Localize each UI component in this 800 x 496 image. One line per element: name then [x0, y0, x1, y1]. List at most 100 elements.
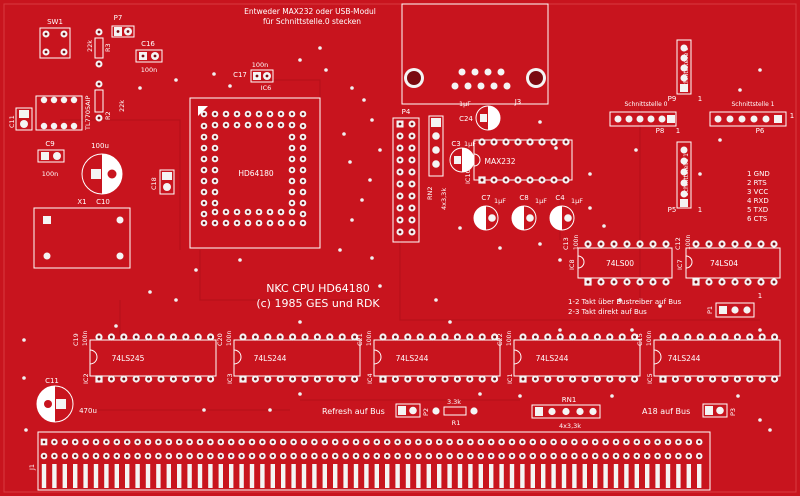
- c11-bottom-electrolytic: C11 470u: [36, 377, 97, 423]
- a18-label: A18 auf Bus: [642, 407, 690, 416]
- drill-hole: [109, 377, 113, 381]
- drill-hole: [661, 377, 665, 381]
- j1-finger: [426, 464, 431, 488]
- drill-hole: [773, 335, 777, 339]
- drill-hole: [159, 335, 163, 339]
- drill-hole: [558, 335, 562, 339]
- drill-hole: [313, 454, 316, 458]
- j1-finger: [478, 464, 483, 488]
- via: [630, 328, 634, 332]
- j1-finger: [405, 464, 411, 488]
- drill-hole: [202, 221, 206, 225]
- legend-pin-4: 4 RXD: [747, 197, 769, 205]
- drill-hole: [134, 335, 138, 339]
- drill-hole: [202, 135, 206, 139]
- c22-value: 100n: [506, 331, 513, 346]
- via: [698, 172, 702, 176]
- j1-finger: [395, 464, 400, 488]
- p9-pin1: 1: [698, 95, 702, 103]
- drill-hole: [760, 335, 764, 339]
- drill-hole: [694, 280, 698, 284]
- j1-finger: [208, 464, 213, 488]
- drill-hole: [279, 123, 283, 127]
- drill-hole: [235, 221, 239, 225]
- drill-hole: [418, 335, 422, 339]
- r1-resistor: 3.3k R1: [432, 398, 478, 427]
- c12-capacitor: C12 100n: [674, 235, 692, 250]
- drill-hole: [219, 454, 223, 458]
- drill-hole: [278, 377, 282, 381]
- ic1-chip: 74LS244: [536, 354, 569, 363]
- drill-hole: [417, 440, 420, 444]
- drill-hole: [586, 280, 590, 284]
- drill-hole: [202, 157, 206, 161]
- drill-hole: [257, 210, 261, 214]
- c16-label: C16: [141, 40, 155, 48]
- j1-finger: [468, 464, 473, 488]
- j1-finger: [156, 464, 161, 488]
- j1-finger: [322, 464, 327, 488]
- via: [342, 132, 346, 136]
- drill-hole: [146, 454, 150, 458]
- drill-hole: [443, 377, 447, 381]
- drill-hole: [279, 112, 283, 116]
- j1-finger: [499, 464, 504, 488]
- drill-hole: [410, 182, 414, 186]
- j1-finger: [645, 464, 650, 488]
- drill-hole: [410, 158, 414, 162]
- drill-hole: [290, 190, 294, 194]
- drill-hole: [733, 242, 737, 246]
- drill-hole: [533, 335, 537, 339]
- drill-hole: [344, 440, 347, 444]
- drill-hole: [562, 454, 566, 458]
- drill-hole: [645, 440, 649, 444]
- c4-label: C4: [555, 194, 565, 202]
- drill-hole: [480, 178, 484, 182]
- via: [362, 98, 366, 102]
- drill-hole: [224, 210, 228, 214]
- drill-hole: [301, 157, 305, 161]
- drill-hole: [638, 280, 642, 284]
- c24-label: C24: [459, 115, 473, 123]
- drill-hole: [290, 123, 294, 127]
- drill-hole: [656, 454, 659, 458]
- drill-hole: [257, 221, 261, 225]
- drill-hole: [279, 221, 283, 225]
- via: [368, 178, 372, 182]
- drill-hole: [673, 377, 677, 381]
- drill-hole: [504, 178, 508, 182]
- c13-value: 100n: [573, 235, 580, 250]
- drill-hole: [290, 146, 294, 150]
- drill-hole: [157, 440, 160, 444]
- c8-value: 1µF: [535, 197, 547, 205]
- rn2-value: 4x3,3k: [440, 188, 448, 210]
- drill-hole: [301, 179, 305, 183]
- j1-finger: [187, 464, 192, 488]
- drill-hole: [213, 168, 217, 172]
- c19-label: C19: [72, 333, 80, 346]
- drill-hole: [431, 377, 435, 381]
- drill-hole: [677, 454, 680, 458]
- c11-bottom-label: C11: [45, 377, 59, 385]
- drill-hole: [583, 454, 587, 458]
- c9-value: 100n: [42, 170, 59, 178]
- p1-jumper: P1 1: [706, 292, 762, 318]
- x1-label: X1: [77, 198, 86, 206]
- j1-finger: [374, 464, 379, 488]
- drill-hole: [261, 440, 264, 444]
- drill-hole: [458, 440, 462, 444]
- j1-finger: [353, 464, 359, 488]
- j1-finger: [135, 464, 140, 488]
- drill-hole: [291, 377, 295, 381]
- drill-hole: [398, 206, 402, 210]
- drill-hole: [73, 440, 77, 444]
- c12-label: C12: [674, 237, 682, 250]
- via: [538, 120, 542, 124]
- drill-hole: [393, 335, 397, 339]
- ic8-chip: 74LS00: [606, 259, 634, 268]
- legend-pin-1: 1 GND: [747, 170, 770, 178]
- drill-hole: [209, 440, 212, 444]
- drill-hole: [354, 440, 358, 444]
- drill-hole: [573, 454, 576, 458]
- c13-capacitor: C13 100n: [562, 235, 580, 250]
